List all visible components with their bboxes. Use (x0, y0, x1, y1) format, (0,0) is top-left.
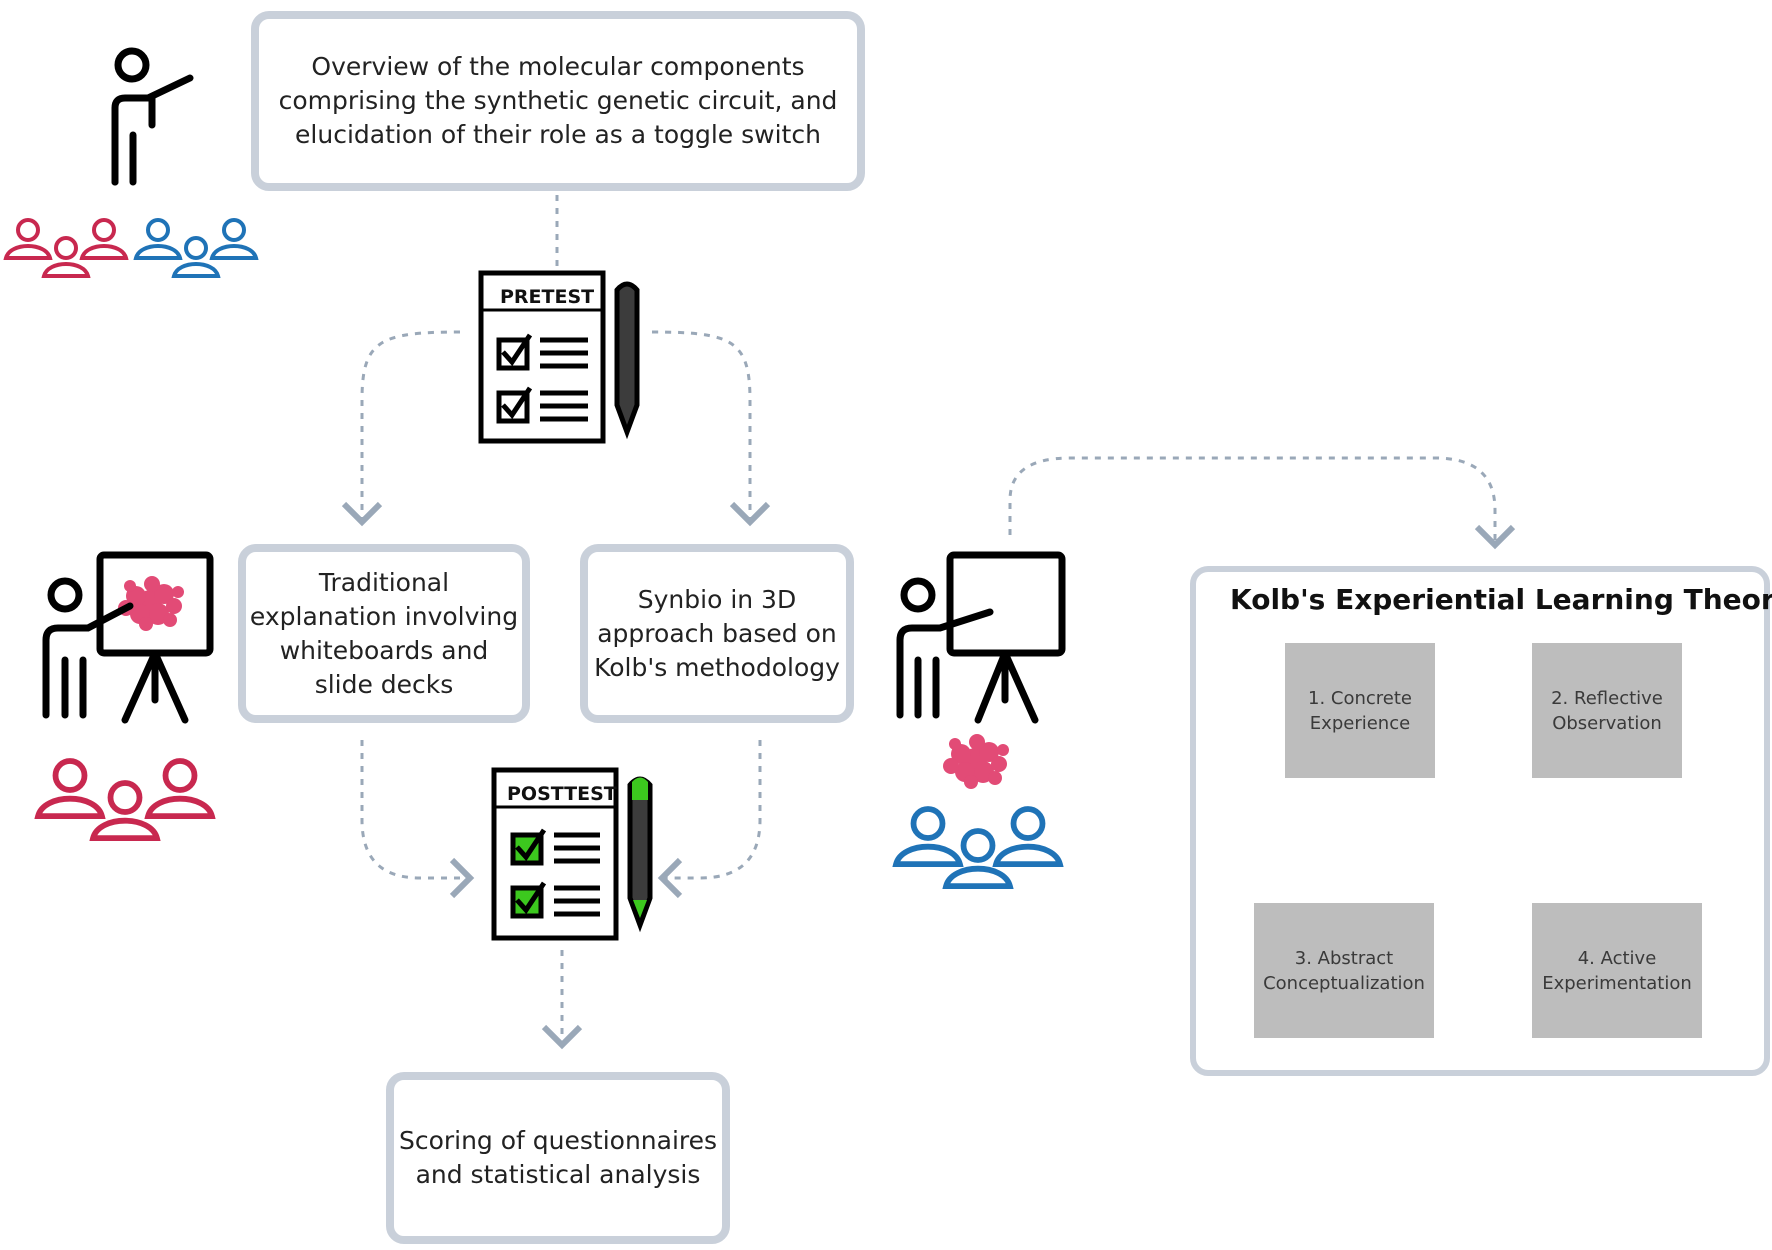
kolb-title: Kolb's Experiential Learning Theory (1230, 583, 1772, 616)
checklist-icon (478, 270, 606, 444)
pencil-icon (627, 776, 653, 933)
traditional-text: Traditional explanation involving whiteb… (249, 567, 519, 699)
posttest-label: POSTTEST (507, 783, 617, 805)
kolb-stage-label: 2. Reflective Observation (1551, 687, 1663, 734)
scoring-text: Scoring of questionnaires and statistica… (398, 1126, 718, 1189)
kolb-stage-label: 1. Concrete Experience (1308, 687, 1412, 734)
student-group-icon (38, 761, 212, 838)
pretest-label: PRETEST (500, 286, 594, 308)
scoring-box: Scoring of questionnaires and statistica… (386, 1072, 730, 1244)
teacher-icon (896, 577, 994, 719)
traditional-box: Traditional explanation involving whiteb… (238, 544, 530, 723)
kolb-stage-label: 4. Active Experimentation (1542, 947, 1692, 994)
kolb-stage-concrete-experience: 1. Concrete Experience (1285, 643, 1435, 778)
overview-box: Overview of the molecular components com… (251, 11, 865, 191)
synbio-text: Synbio in 3D approach based on Kolb's me… (594, 584, 840, 682)
whiteboard-icon (946, 551, 1066, 724)
whiteboard-icon (96, 551, 214, 724)
checklist-icon (491, 767, 619, 941)
pencil-icon (614, 281, 640, 440)
overview-text: Overview of the molecular components com… (278, 52, 838, 149)
teacher-icon (111, 47, 194, 186)
student-group-icon (896, 809, 1060, 886)
teacher-icon (42, 577, 134, 719)
student-group-icon (134, 218, 258, 278)
student-group-icon (4, 218, 128, 278)
kolb-stage-reflective-observation: 2. Reflective Observation (1532, 643, 1682, 778)
protein-model-icon (943, 734, 1009, 789)
synbio-box: Synbio in 3D approach based on Kolb's me… (580, 544, 854, 723)
dashed-connectors (341, 195, 1516, 1050)
kolb-stage-active-experimentation: 4. Active Experimentation (1532, 903, 1702, 1038)
kolb-stage-abstract-conceptualization: 3. Abstract Conceptualization (1254, 903, 1434, 1038)
kolb-stage-label: 3. Abstract Conceptualization (1263, 947, 1425, 994)
